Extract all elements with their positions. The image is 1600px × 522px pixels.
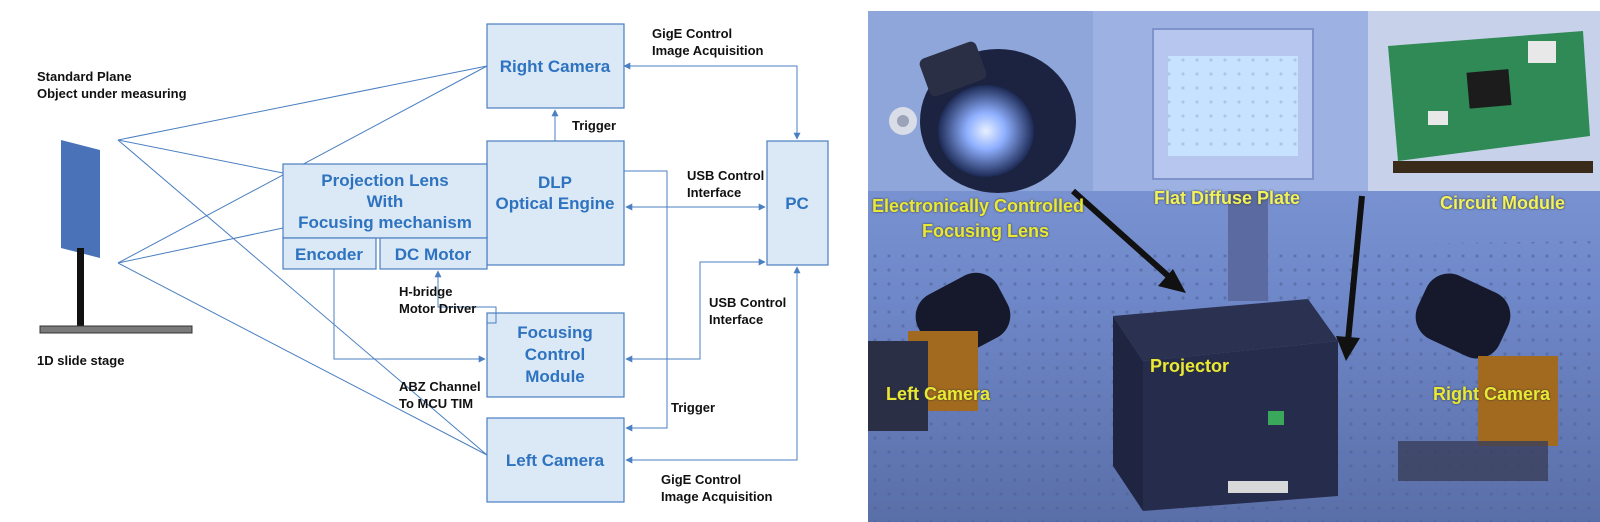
usb-dlp-label-2: Interface — [687, 185, 741, 200]
standard-plane-label-1: Standard Plane — [37, 69, 132, 84]
plane-post — [77, 248, 84, 328]
gige-top-label-2: Image Acquisition — [652, 43, 764, 58]
trigger-top-label: Trigger — [572, 118, 616, 133]
usb-focus-label-2: Interface — [709, 312, 763, 327]
right-camera-label: Right Camera — [500, 57, 611, 76]
dc-motor-label: DC Motor — [395, 245, 472, 264]
usb-focus-label-1: USB Control — [709, 295, 786, 310]
standard-plane-label-2: Object under measuring — [37, 86, 187, 101]
slide-stage-label: 1D slide stage — [37, 353, 124, 368]
standard-plane — [61, 140, 100, 258]
dlp-label-line1: DLP — [538, 173, 572, 192]
circuit-pointer-arrow — [1345, 195, 1365, 342]
dc-motor-box: DC Motor — [379, 237, 488, 270]
encoder-label: Encoder — [295, 245, 363, 264]
photo-label-circuit-module: Circuit Module — [1440, 193, 1565, 213]
right-camera — [1398, 273, 1558, 481]
projection-lens-line2: With — [367, 192, 404, 211]
circuit-module-inset — [1368, 11, 1600, 191]
dlp-box: DLP Optical Engine — [486, 140, 625, 266]
left-camera — [868, 272, 1011, 431]
abz-label-1: ABZ Channel — [399, 379, 481, 394]
slide-stage — [39, 325, 193, 334]
abz-label-2: To MCU TIM — [399, 396, 473, 411]
trigger-bottom-label: Trigger — [671, 400, 715, 415]
plate-post — [1228, 191, 1268, 301]
projection-rays — [117, 65, 488, 456]
gige-bottom-label-1: GigE Control — [661, 472, 741, 487]
gige-bottom-label-2: Image Acquisition — [661, 489, 773, 504]
pc-box: PC — [766, 140, 829, 266]
photo-label-right-camera: Right Camera — [1433, 384, 1551, 404]
focusing-control-line1: Focusing — [517, 323, 593, 342]
pc-label: PC — [785, 194, 809, 213]
projector — [1113, 299, 1338, 511]
photo-label-diffuse-plate: Flat Diffuse Plate — [1154, 188, 1301, 208]
encoder-box: Encoder — [282, 237, 377, 270]
focusing-control-line2: Control — [525, 345, 585, 364]
hbridge-label-2: Motor Driver — [399, 301, 476, 316]
system-block-diagram: Right Camera DLP Optical Engine Projecti… — [37, 23, 829, 504]
left-camera-box: Left Camera — [486, 417, 625, 503]
usb-dlp-label-1: USB Control — [687, 168, 764, 183]
focusing-control-box: Focusing Control Module — [486, 312, 625, 398]
left-camera-label: Left Camera — [506, 451, 605, 470]
projection-lens-line3: Focusing mechanism — [298, 213, 472, 232]
dlp-label-line2: Optical Engine — [495, 194, 614, 213]
photo-label-focusing-lens-2: Focusing Lens — [922, 221, 1050, 241]
lens-pointer-arrow — [1071, 188, 1178, 286]
connectors — [333, 62, 801, 464]
right-camera-box: Right Camera — [486, 23, 625, 109]
hbridge-label-1: H-bridge — [399, 284, 452, 299]
diffuse-plate-inset — [1093, 11, 1368, 191]
experimental-setup-photo: Electronically Controlled Focusing Lens … — [868, 11, 1600, 522]
focusing-control-line3: Module — [525, 367, 585, 386]
photo-label-focusing-lens-1: Electronically Controlled — [872, 196, 1085, 216]
photo-label-left-camera: Left Camera — [886, 384, 991, 404]
photo-label-projector: Projector — [1150, 356, 1230, 376]
projection-lens-line1: Projection Lens — [321, 171, 449, 190]
setup-photo-illustration — [868, 11, 1600, 522]
focusing-lens-inset — [868, 11, 1093, 193]
projection-lens-box: Projection Lens With Focusing mechanism — [282, 163, 488, 239]
gige-top-label-1: GigE Control — [652, 26, 732, 41]
